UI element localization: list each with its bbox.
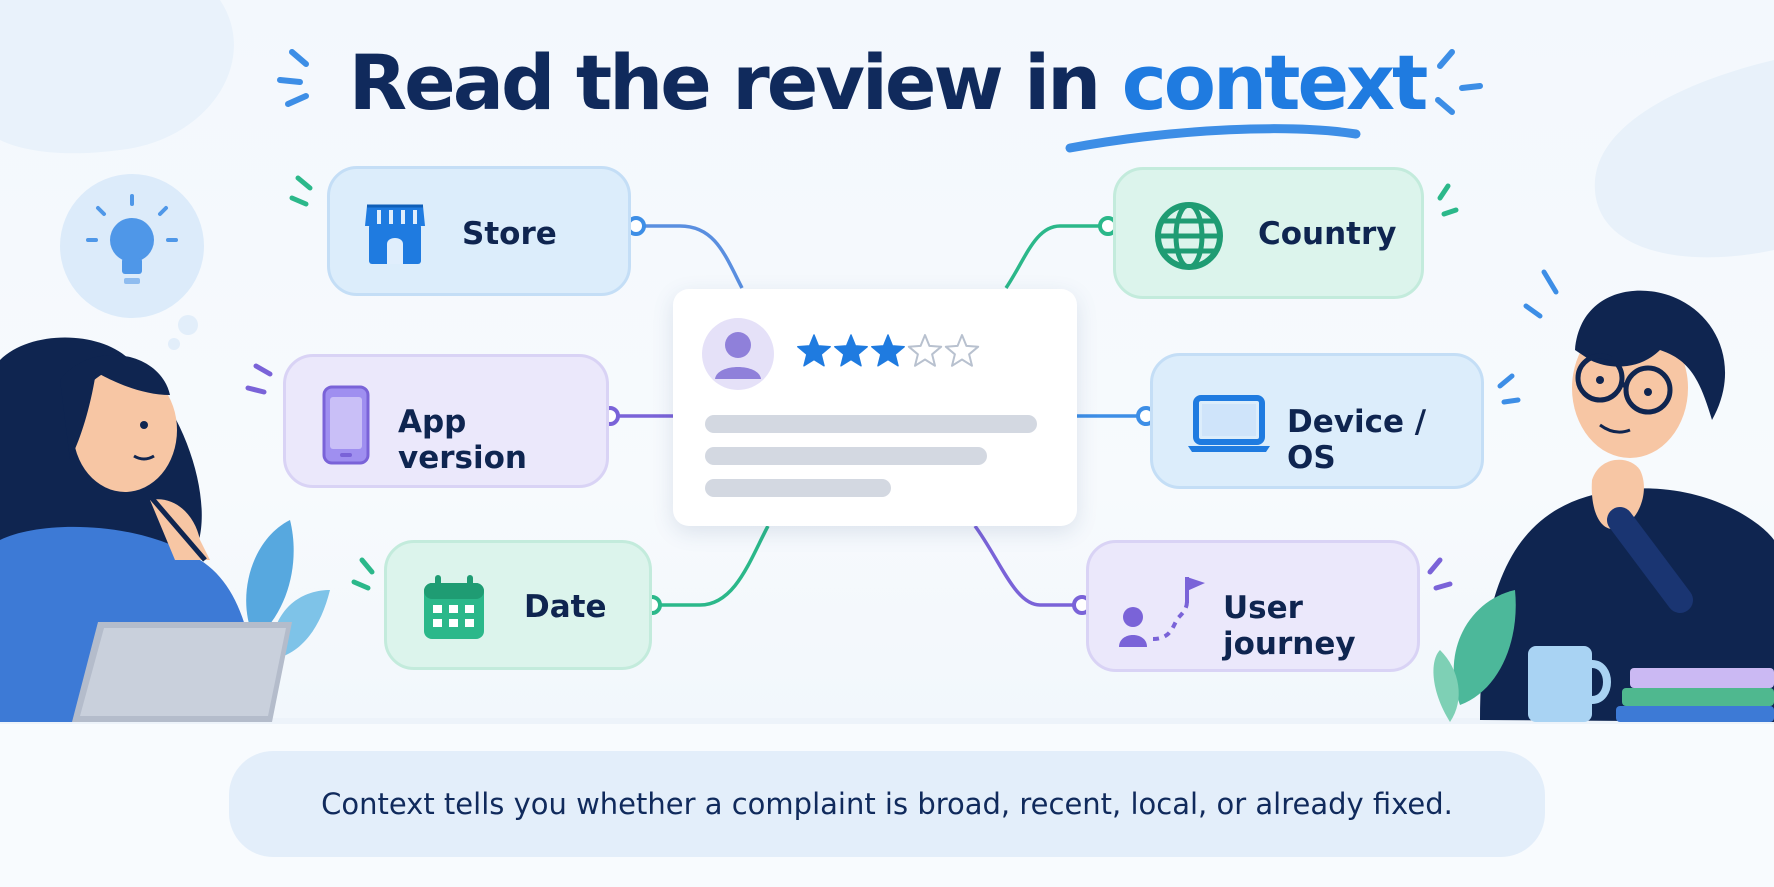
globe-icon	[1155, 202, 1223, 270]
node-label: User journey	[1223, 590, 1356, 662]
node-store: Store	[327, 166, 631, 296]
node-user-journey: User journey	[1086, 540, 1420, 672]
lightbulb-icon	[60, 174, 204, 350]
phone-icon	[322, 385, 370, 465]
calendar-icon	[424, 575, 484, 639]
node-label: Country	[1258, 216, 1397, 252]
review-text-line	[705, 415, 1037, 433]
node-app-version: App version	[283, 354, 609, 488]
title-accent: context	[1121, 38, 1429, 127]
review-text-line	[705, 479, 891, 497]
woman-illustration	[0, 337, 330, 722]
star-empty-icon	[907, 334, 943, 367]
star-rating	[797, 334, 980, 367]
page-title: Read the review in context	[0, 38, 1774, 127]
review-card	[673, 289, 1077, 526]
node-label: Device / OS	[1287, 404, 1427, 476]
star-filled-icon	[797, 334, 831, 367]
node-date: Date	[384, 540, 652, 670]
node-device-os: Device / OS	[1150, 353, 1484, 489]
star-filled-icon	[834, 334, 868, 367]
star-filled-icon	[871, 334, 905, 367]
caption-banner: Context tells you whether a complaint is…	[229, 751, 1545, 857]
sparkle-marks	[277, 49, 1483, 115]
store-icon	[365, 204, 425, 264]
avatar-icon	[702, 318, 774, 390]
user-journey-icon	[1119, 577, 1205, 647]
caption-text: Context tells you whether a complaint is…	[321, 787, 1453, 821]
man-illustration	[1433, 290, 1774, 722]
background-blob	[0, 0, 234, 154]
review-text-line	[705, 447, 987, 465]
title-main: Read the review in	[348, 38, 1102, 127]
node-label: Date	[524, 589, 607, 625]
node-label: Store	[462, 216, 557, 252]
star-empty-icon	[944, 334, 980, 367]
title-underline	[1065, 124, 1361, 153]
laptop-icon	[1188, 395, 1270, 452]
node-country: Country	[1113, 167, 1424, 299]
background-blob	[1594, 60, 1774, 258]
node-label: App version	[398, 404, 527, 476]
